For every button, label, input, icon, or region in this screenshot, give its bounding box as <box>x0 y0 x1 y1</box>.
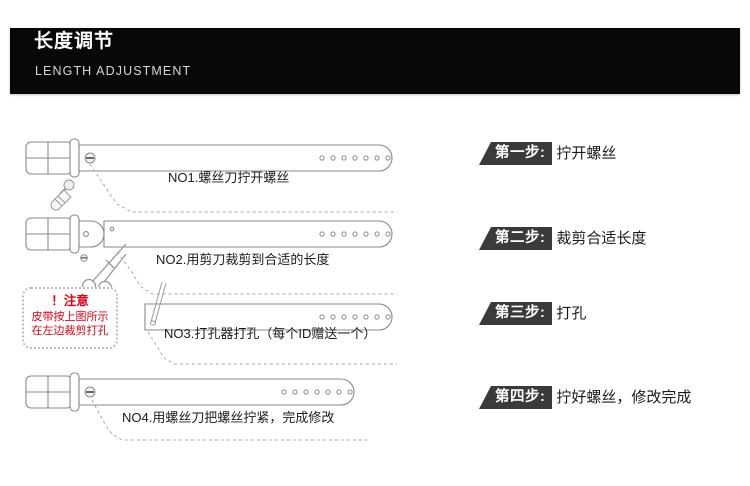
step-3: 第三步: 打孔 <box>479 302 586 325</box>
step-2-text: 裁剪合适长度 <box>556 230 647 247</box>
screw-head-icon <box>84 152 96 164</box>
step-2: 第二步: 裁剪合适长度 <box>479 227 646 250</box>
warning-box: ！注意 皮带按上图所示 在左边裁剪打孔 <box>22 287 118 349</box>
loose-screw-icon <box>80 254 88 262</box>
screwdriver-icon <box>50 179 75 211</box>
header-bar <box>10 28 740 94</box>
warning-line-1: 皮带按上图所示 <box>31 311 109 323</box>
belt-caption-2: NO2.用剪刀裁剪到合适的长度 <box>156 252 330 267</box>
scissors-icon <box>81 243 127 296</box>
warning-title: ！注意 <box>51 294 89 308</box>
step-2-tag: 第二步: <box>479 227 553 250</box>
leader-line <box>147 331 397 365</box>
step-4-tag: 第四步: <box>479 386 553 409</box>
step-1: 第一步: 拧开螺丝 <box>479 142 616 165</box>
screw-head-icon <box>84 386 96 398</box>
step-3-text: 打孔 <box>556 305 587 322</box>
step-4-text: 拧好螺丝，修改完成 <box>556 389 692 406</box>
belt-caption-1: NO1.螺丝刀拧开螺丝 <box>168 170 290 185</box>
warning-line-2: 在左边裁剪打孔 <box>31 325 109 337</box>
step-3-tag: 第三步: <box>479 302 553 325</box>
belt-caption-3: NO3.打孔器打孔（每个ID赠送一个） <box>164 326 377 341</box>
leader-line <box>89 163 397 213</box>
page-subtitle: LENGTH ADJUSTMENT <box>35 64 192 78</box>
leader-line <box>91 399 367 441</box>
step-1-text: 拧开螺丝 <box>556 145 617 162</box>
step-1-tag: 第一步: <box>479 142 553 165</box>
page-title: 长度调节 <box>34 31 115 52</box>
belt-caption-4: NO4.用螺丝刀把螺丝拧紧，完成修改 <box>122 410 335 425</box>
hole-punch-icon <box>149 281 167 326</box>
step-4: 第四步: 拧好螺丝，修改完成 <box>479 386 691 409</box>
